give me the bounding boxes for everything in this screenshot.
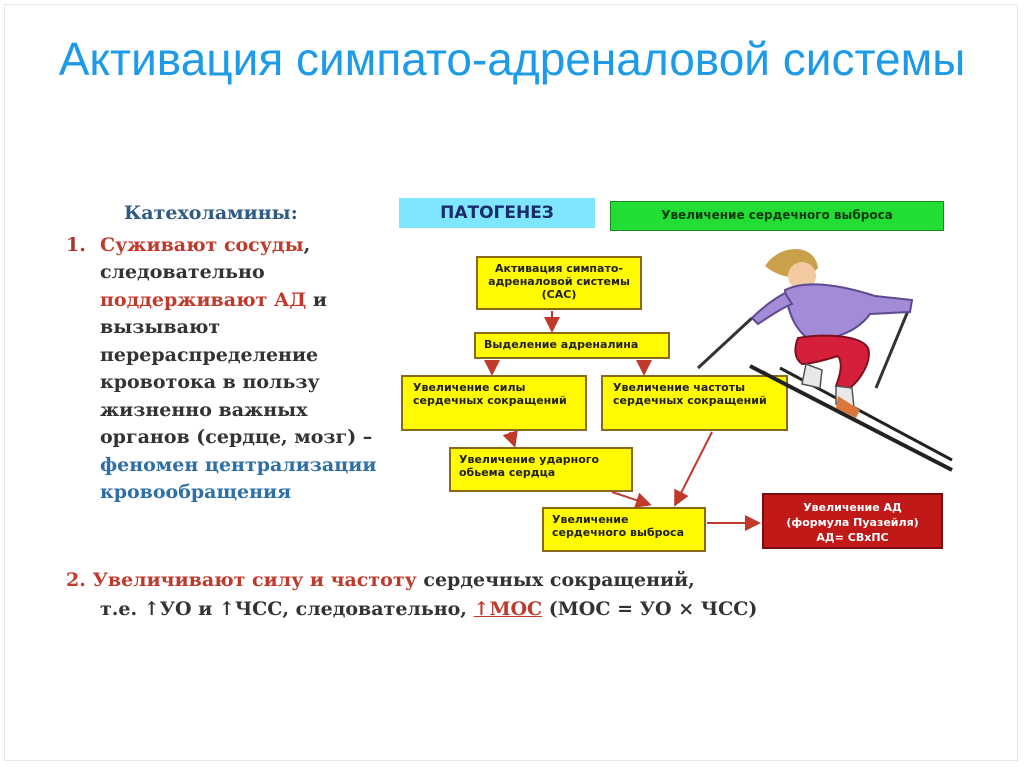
item2-line1: 2. Увеличивают силу и частоту сердечных …: [66, 566, 886, 595]
item2-number: 2.: [66, 569, 86, 591]
item1-vasoconstrict: Суживают сосуды: [100, 233, 304, 256]
item2-mos: ↑МОС: [473, 598, 543, 620]
item2-stroke-rate: т.е. ↑УО и ↑ЧСС, следовательно,: [100, 598, 474, 620]
box-sas-activation: Активация симпато-адреналовой системы (С…: [476, 256, 642, 310]
arrow-stroke-to-output: [611, 491, 652, 508]
box-blood-pressure: Увеличение АД (формула Пуазейля) АД= СВх…: [762, 493, 943, 549]
arrow-rate-to-output: [674, 431, 713, 507]
box-contraction-rate: Увеличение частоты сердечных сокращений: [601, 375, 788, 431]
catecholamines-heading: Катехоламины:: [124, 202, 298, 224]
catecholamines-text: Катехоламины: 1. Суживают сосуды, следов…: [66, 200, 396, 507]
item1-consequently: , следовательно: [100, 233, 311, 284]
bp-line3: АД= СВхПС: [816, 531, 889, 544]
bp-line1: Увеличение АД: [803, 501, 902, 514]
item1-centralization: феномен централизации кровообращения: [100, 453, 377, 504]
cardiac-output-banner: Увеличение сердечного выброса: [610, 201, 944, 231]
item2-heart-contractions: сердечных сокращений,: [416, 569, 695, 591]
slide-title: Активация симпато-адреналовой системы: [58, 33, 966, 85]
item1-number: 1.: [66, 233, 86, 256]
pathogenesis-label: ПАТОГЕНЕЗ: [399, 198, 595, 228]
item1-redistribution: и вызывают перераспределение кровотока в…: [100, 288, 373, 449]
box-cardiac-output: Увеличение сердечного выброса: [542, 507, 706, 552]
item2-increase: Увеличивают силу и частоту: [92, 569, 417, 591]
box-contraction-force: Увеличение силы сердечных сокращений: [401, 375, 587, 431]
box-adrenaline-release: Выделение адреналина: [474, 332, 670, 359]
item2-line2: т.е. ↑УО и ↑ЧСС, следовательно, ↑МОС (МО…: [66, 595, 886, 624]
list-item-2: 2. Увеличивают силу и частоту сердечных …: [66, 566, 886, 624]
box-stroke-volume: Увеличение ударного обьема сердца: [449, 447, 633, 492]
arrow-force-to-stroke: [502, 430, 518, 448]
list-item-1: 1. Суживают сосуды, следовательно поддер…: [66, 232, 396, 507]
skier-illustration: [696, 248, 953, 472]
bp-line2: (формула Пуазейля): [786, 516, 919, 529]
item2-formula: (МОС = УО × ЧСС): [542, 598, 758, 620]
item1-maintain-bp: поддерживают АД: [100, 288, 307, 311]
slide-frame: [4, 4, 1018, 761]
